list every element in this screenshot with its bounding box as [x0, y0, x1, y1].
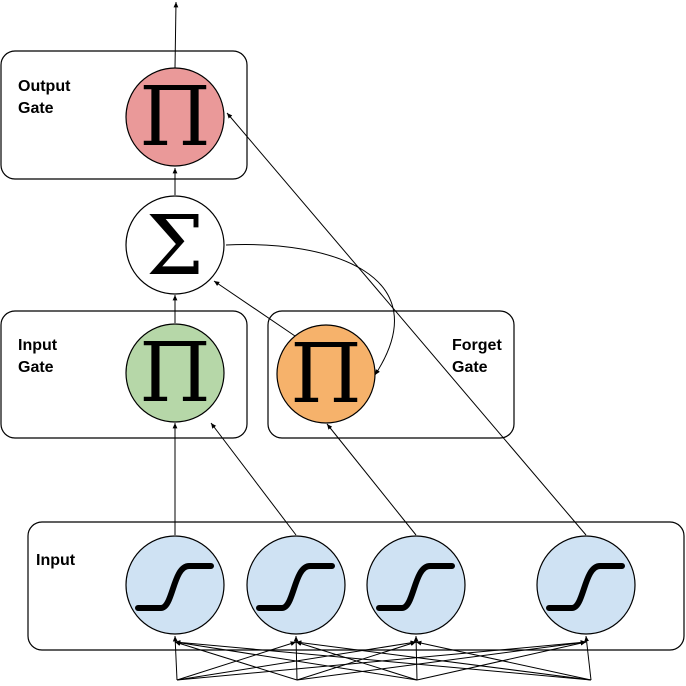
external-input-arrow — [415, 640, 592, 681]
sigmoid-icon — [135, 563, 214, 611]
forget-gate-node: Π — [276, 324, 376, 424]
sum-node: Σ — [125, 195, 225, 295]
input-node — [536, 535, 636, 635]
forget-gate-to-sum-arrow — [213, 280, 296, 337]
external-input-arrow — [295, 641, 418, 681]
sigmoid-icon — [256, 563, 335, 611]
input-gate-circle — [125, 323, 225, 423]
forget-gate-circle — [276, 324, 376, 424]
output-gate-node: Π — [125, 67, 225, 167]
input-node — [366, 535, 466, 635]
external-input-arrow — [584, 635, 592, 681]
sum-symbol: Σ — [146, 199, 204, 294]
forget-gate-label: Forget Gate — [452, 337, 506, 376]
input-nodes — [125, 535, 636, 635]
product-symbol: Π — [139, 326, 211, 421]
input-4-to-output-gate-arrow — [226, 112, 587, 536]
connections — [172, 1, 587, 536]
input-node — [125, 535, 225, 635]
sigmoid-icon — [546, 563, 625, 611]
input-layer-label: Input — [36, 552, 76, 569]
product-symbol: Π — [290, 327, 362, 422]
external-input-arrow — [174, 640, 418, 681]
product-symbol: Π — [139, 70, 211, 165]
external-input-arrow — [174, 641, 298, 681]
sigmoid-icon — [376, 563, 455, 611]
external-input-arrows — [172, 635, 592, 681]
output-gate-circle — [125, 67, 225, 167]
input-node — [246, 535, 346, 635]
output-gate-label: Output Gate — [18, 78, 75, 117]
external-input-arrow — [174, 640, 592, 681]
external-input-arrow — [295, 640, 592, 681]
output-arrow — [173, 1, 179, 69]
cell-state-recurrent-arrow — [225, 244, 395, 376]
input-2-to-input-gate-arrow — [210, 422, 297, 536]
input-gate-label: Input Gate — [18, 337, 62, 376]
input-3-to-forget-gate-arrow — [326, 423, 417, 536]
input-gate-node: Π — [125, 323, 225, 423]
sum-circle — [125, 195, 225, 295]
